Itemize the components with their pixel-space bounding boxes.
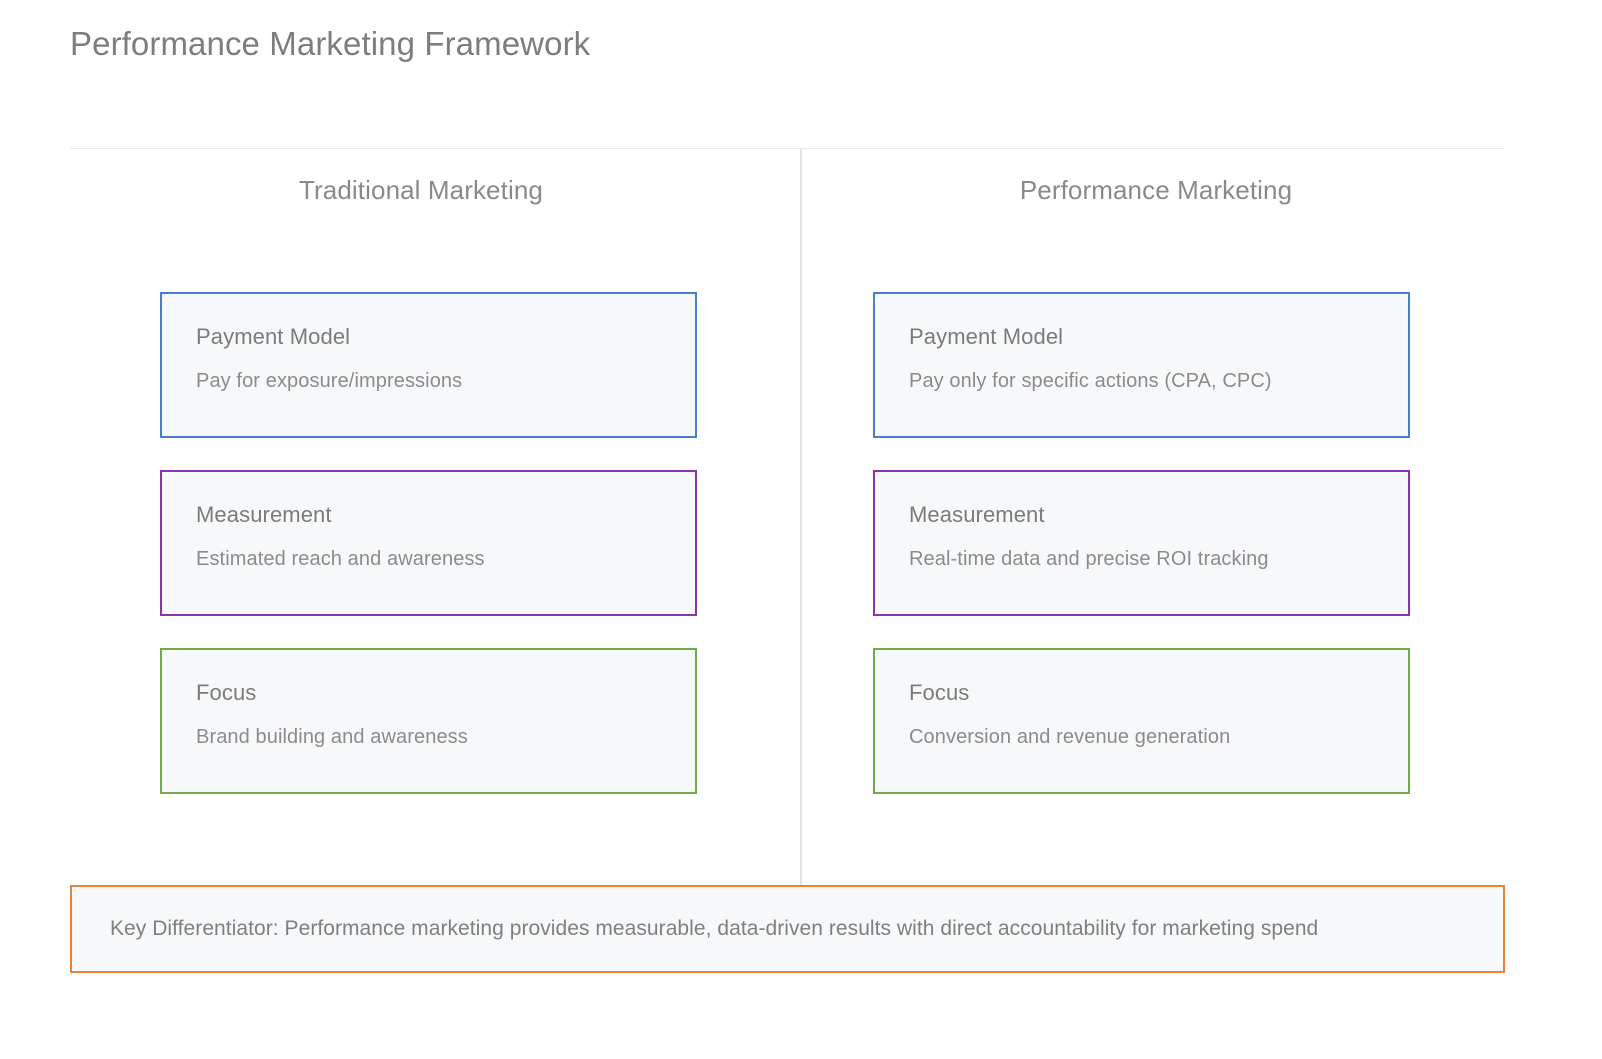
card-description: Brand building and awareness xyxy=(196,726,468,748)
card-performance-measurement[interactable]: Measurement Real-time data and precise R… xyxy=(873,470,1410,616)
card-traditional-focus[interactable]: Focus Brand building and awareness xyxy=(160,648,697,794)
card-description: Estimated reach and awareness xyxy=(196,548,485,570)
header-divider xyxy=(70,148,1505,149)
card-title: Focus xyxy=(196,680,257,705)
card-description: Pay only for specific actions (CPA, CPC) xyxy=(909,370,1272,392)
key-differentiator-banner: Key Differentiator: Performance marketin… xyxy=(70,885,1505,973)
card-performance-focus[interactable]: Focus Conversion and revenue generation xyxy=(873,648,1410,794)
card-traditional-payment-model[interactable]: Payment Model Pay for exposure/impressio… xyxy=(160,292,697,438)
card-description: Conversion and revenue generation xyxy=(909,726,1231,748)
card-title: Measurement xyxy=(909,502,1045,527)
card-title: Measurement xyxy=(196,502,332,527)
page-title: Performance Marketing Framework xyxy=(70,25,591,62)
card-title: Focus xyxy=(909,680,970,705)
card-title: Payment Model xyxy=(196,324,351,349)
column-heading-performance-marketing: Performance Marketing xyxy=(1019,175,1293,205)
column-heading-traditional-marketing: Traditional Marketing xyxy=(299,175,543,205)
card-description: Real-time data and precise ROI tracking xyxy=(909,548,1269,570)
key-differentiator-text: Key Differentiator: Performance marketin… xyxy=(110,917,1319,940)
column-divider xyxy=(800,149,802,885)
card-traditional-measurement[interactable]: Measurement Estimated reach and awarenes… xyxy=(160,470,697,616)
card-performance-payment-model[interactable]: Payment Model Pay only for specific acti… xyxy=(873,292,1410,438)
card-description: Pay for exposure/impressions xyxy=(196,370,463,392)
card-title: Payment Model xyxy=(909,324,1064,349)
